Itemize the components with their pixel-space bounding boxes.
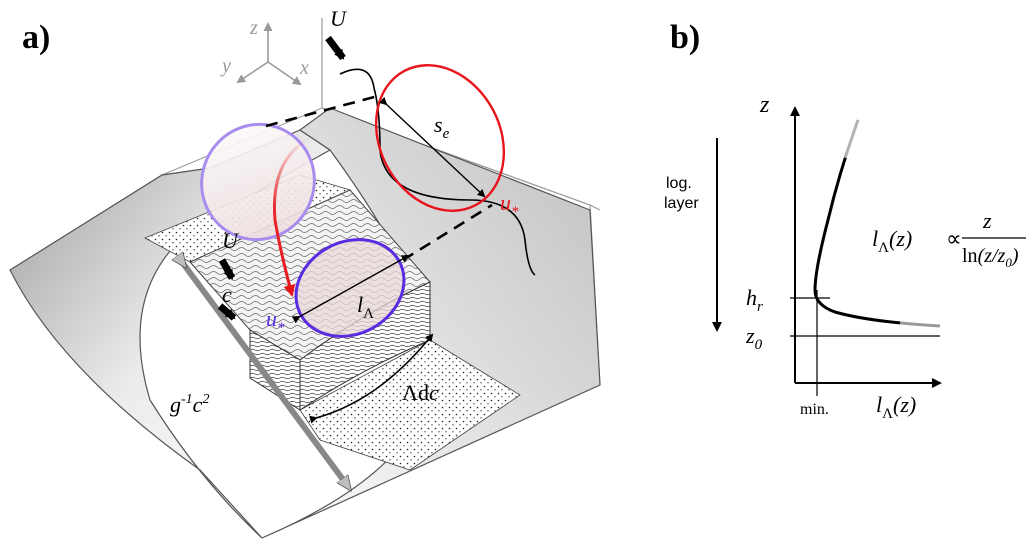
axis-z-label: z [249, 17, 258, 39]
coordinate-axes [236, 22, 302, 86]
z0-label: z0 [745, 323, 763, 353]
eddy-separation-arrow [378, 96, 486, 198]
panel-a-label: a) [22, 19, 50, 56]
wavelength-arrow-shaft [182, 262, 347, 485]
wave-speed-label: c [222, 282, 232, 307]
friction-velocity-red-label: u* [500, 190, 519, 220]
upper-eddy-lavender [200, 122, 316, 242]
wind-top-arrow [325, 35, 346, 61]
wavelength-label: g-1c2 [170, 392, 209, 417]
axis-x-label: x [299, 57, 309, 79]
eddy-separation-label: se [434, 112, 450, 142]
panel-b-label: b) [670, 19, 700, 56]
axis-z-title: z [759, 92, 770, 118]
wave-speed-arrow [217, 303, 237, 321]
axis-y-label: y [220, 55, 231, 77]
log-layer-label-1: log. [666, 175, 692, 192]
min-label: min. [800, 401, 829, 418]
formula-lhs: lΛ(z) [872, 226, 912, 256]
eddy-size-label: lΛ [357, 292, 374, 322]
panel-a: a) z y x U [9, 6, 601, 539]
formula-numerator: z [982, 208, 992, 233]
profile-fade-top [844, 119, 860, 159]
hr-label: hr [746, 285, 763, 315]
eddy-transfer-arrow [272, 136, 311, 297]
axis-x-title: lΛ(z) [876, 392, 916, 422]
profile-fade-right [899, 321, 941, 328]
formula-denominator: ln(z/z0) [962, 245, 1019, 270]
spectral-band-arrow [309, 333, 434, 424]
dashed-link-lower [402, 203, 493, 262]
panel-b: b) z lΛ(z) log. layer hr z0 min. lΛ(z) [664, 19, 1026, 422]
spectral-band-label: Λdc [402, 380, 439, 405]
wind-wave-label: U [222, 228, 240, 253]
eddy-size-profile-curve [813, 119, 941, 328]
wind-top-label: U [330, 6, 348, 31]
formula-proportional: ∝ [946, 226, 962, 251]
log-layer-label-2: layer [664, 195, 699, 212]
wind-wave-arrow [218, 258, 236, 280]
friction-velocity-blue-label: u* [266, 306, 285, 336]
scaling-formula: lΛ(z) ∝ z ln(z/z0) [872, 208, 1026, 270]
eddy-size-arrow [291, 255, 410, 324]
